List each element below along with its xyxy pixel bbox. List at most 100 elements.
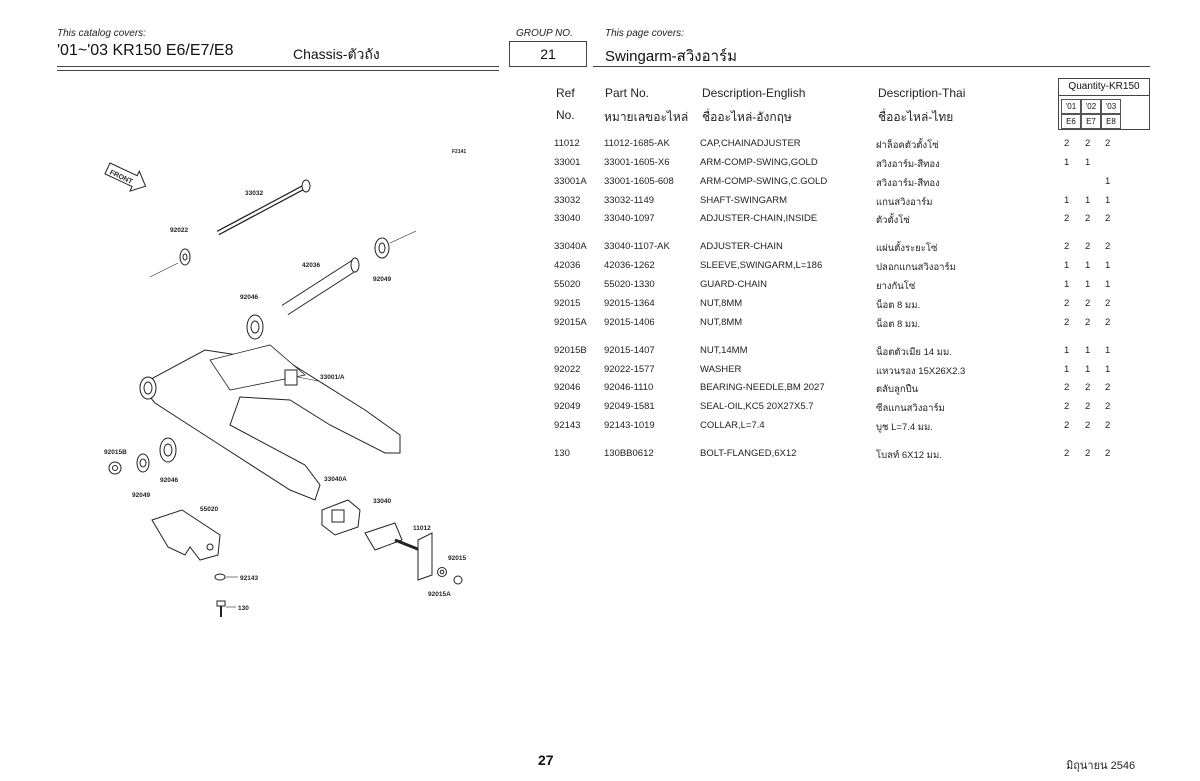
model-e8: E8 [1101, 114, 1121, 129]
description-en-cell: ADJUSTER-CHAIN,INSIDE [700, 213, 818, 224]
page-number: 27 [538, 752, 554, 768]
part-no-cell: 92143-1019 [604, 420, 655, 431]
header-desc-th-thai: ชื่ออะไหล่-ไทย [878, 110, 954, 124]
header-rule-left [57, 66, 499, 67]
year-03: '03 [1101, 99, 1121, 114]
part-no-cell: 33001-1605-608 [604, 176, 674, 187]
qty-e7-cell: 1 [1085, 195, 1091, 206]
callout-55020: 55020 [200, 506, 218, 513]
header-part-no: Part No. [605, 86, 650, 100]
ref-cell: 92015B [554, 345, 587, 356]
description-th-cell: ปลอกแกนสวิงอาร์ม [876, 262, 956, 273]
section-title: Chassis-ตัวถัง [293, 46, 380, 62]
callout-92143: 92143 [240, 575, 258, 582]
ref-cell: 33040 [554, 213, 581, 224]
model-title: '01~'03 KR150 E6/E7/E8 [57, 42, 234, 59]
ref-cell: 92143 [554, 420, 581, 431]
callout-92049-top: 92049 [373, 276, 391, 283]
description-en-cell: SEAL-OIL,KC5 20X27X5.7 [700, 401, 814, 412]
qty-e8-cell: 1 [1105, 176, 1111, 187]
ref-cell: 33001 [554, 157, 581, 168]
group-label: GROUP NO. [516, 28, 573, 39]
description-en-cell: GUARD-CHAIN [700, 279, 768, 290]
part-no-cell: 92015-1407 [604, 345, 655, 356]
description-th-cell: บูช L=7.4 มม. [876, 422, 933, 433]
callout-11012: 11012 [413, 525, 431, 532]
page-covers-label: This page covers: [605, 28, 684, 39]
description-en-cell: NUT,14MM [700, 345, 748, 356]
description-th-cell: น็อต 8 มม. [876, 300, 921, 311]
qty-e6-cell: 1 [1064, 260, 1070, 271]
part-no-cell: 92015-1406 [604, 317, 655, 328]
header-ref: Ref [556, 86, 575, 100]
qty-e8-cell: 1 [1105, 260, 1111, 271]
part-no-cell: 92049-1581 [604, 401, 655, 412]
description-en-cell: NUT,8MM [700, 317, 743, 328]
header-desc-th: Description-Thai [878, 86, 966, 100]
part-no-cell: 33040-1097 [604, 213, 655, 224]
description-th-cell: แกนสวิงอาร์ม [876, 197, 933, 208]
quantity-title: Quantity-KR150 [1068, 81, 1140, 92]
part-no-cell: 33032-1149 [604, 195, 655, 206]
qty-e8-cell: 2 [1105, 382, 1111, 393]
model-e7: E7 [1081, 114, 1101, 129]
description-th-cell: ยางกันโซ่ [876, 281, 916, 292]
part-no-cell: 11012-1685-AK [604, 138, 670, 149]
figure-code: F2141 [452, 149, 466, 155]
header-rule-right [593, 66, 1150, 67]
front-arrow-icon: FRONT [104, 162, 147, 192]
group-number: 21 [540, 46, 556, 62]
qty-e8-cell: 2 [1105, 213, 1111, 224]
description-th-cell: แหวนรอง 15X26X2.3 [876, 366, 966, 377]
year-01: '01 [1061, 99, 1081, 114]
qty-e7-cell: 1 [1085, 260, 1091, 271]
part-no-cell: 130BB0612 [604, 448, 654, 459]
description-th-cell: น็อตตัวเมีย 14 มม. [876, 347, 952, 358]
part-no-cell: 33040-1107-AK [604, 241, 670, 252]
qty-e8-cell: 2 [1105, 138, 1111, 149]
header-part-no-thai: หมายเลขอะไหล่ [604, 110, 689, 124]
ref-cell: 55020 [554, 279, 581, 290]
part-no-cell: 33001-1605-X6 [604, 157, 670, 168]
qty-e8-cell: 2 [1105, 298, 1111, 309]
qty-e6-cell: 2 [1064, 213, 1070, 224]
qty-e8-cell: 2 [1105, 420, 1111, 431]
qty-e7-cell: 1 [1085, 279, 1091, 290]
part-no-cell: 92015-1364 [604, 298, 655, 309]
qty-e7-cell: 2 [1085, 401, 1091, 412]
qty-e6-cell: 1 [1064, 157, 1070, 168]
quantity-header-box: Quantity-KR150 '01 '02 '03 E6 E7 E8 [1058, 78, 1150, 130]
qty-e6-cell: 1 [1064, 195, 1070, 206]
qty-e7-cell: 2 [1085, 241, 1091, 252]
description-th-cell: สวิงอาร์ม-สีทอง [876, 178, 940, 189]
description-th-cell: ซีลแกนสวิงอาร์ม [876, 403, 945, 414]
description-en-cell: SHAFT-SWINGARM [700, 195, 788, 206]
qty-e6-cell: 2 [1064, 448, 1070, 459]
qty-e6-cell: 2 [1064, 401, 1070, 412]
ref-cell: 11012 [554, 138, 580, 149]
ref-cell: 42036 [554, 260, 581, 271]
header-no: No. [556, 108, 575, 122]
callout-92046-left: 92046 [160, 477, 178, 484]
qty-e6-cell: 1 [1064, 345, 1070, 356]
ref-cell: 92015A [554, 317, 587, 328]
qty-e7-cell: 2 [1085, 382, 1091, 393]
description-en-cell: WASHER [700, 364, 742, 375]
callout-92022: 92022 [170, 227, 188, 234]
qty-e8-cell: 1 [1105, 195, 1111, 206]
callout-92049-left: 92049 [132, 492, 150, 499]
qty-e6-cell: 2 [1064, 138, 1070, 149]
qty-e7-cell: 2 [1085, 448, 1091, 459]
callout-33040: 33040 [373, 498, 391, 505]
group-number-box: 21 [509, 41, 587, 67]
description-en-cell: ARM-COMP-SWING,C.GOLD [700, 176, 828, 187]
description-en-cell: NUT,8MM [700, 298, 743, 309]
model-e6: E6 [1061, 114, 1081, 129]
description-th-cell: ตัวตั้งโซ่ [876, 215, 910, 226]
description-en-cell: CAP,CHAINADJUSTER [700, 138, 801, 149]
callout-33032: 33032 [245, 190, 263, 197]
callout-92015: 92015 [448, 555, 466, 562]
qty-e7-cell: 2 [1085, 138, 1091, 149]
callout-33040a: 33040A [324, 476, 347, 483]
ref-cell: 92049 [554, 401, 581, 412]
